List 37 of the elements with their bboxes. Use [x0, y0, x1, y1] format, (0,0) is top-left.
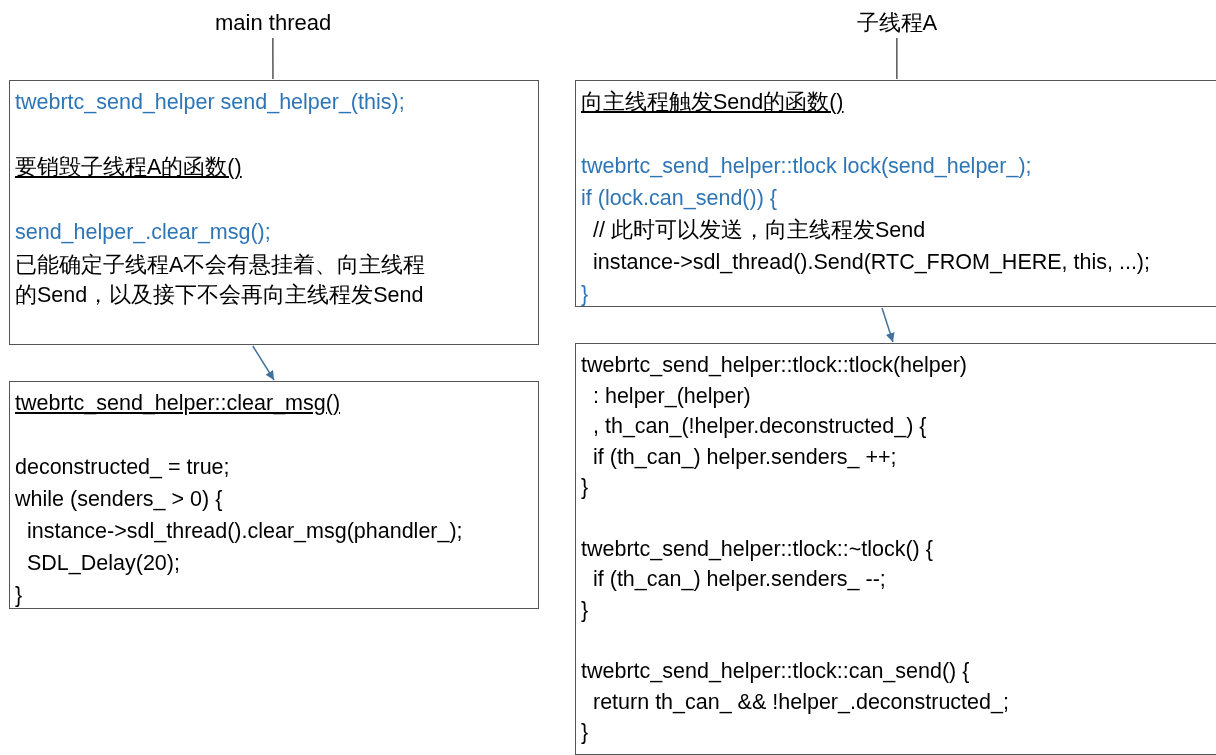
- code-line: }: [581, 596, 589, 624]
- thread-label: 子线程A: [856, 9, 938, 37]
- code-box: [575, 80, 1216, 307]
- code-line: deconstructed_ = true;: [15, 454, 230, 481]
- code-line: }: [15, 582, 23, 609]
- arrow: [252, 345, 275, 381]
- code-line: SDL_Delay(20);: [27, 550, 180, 577]
- code-line: // 此时可以发送，向主线程发Send: [593, 217, 926, 244]
- code-line: twebrtc_send_helper::tlock lock(send_helper_);: [581, 153, 1032, 180]
- function-heading: twebrtc_send_helper::clear_msg(): [15, 390, 341, 417]
- code-line: instance->sdl_thread().clear_msg(phandler_);: [27, 518, 463, 545]
- connector-line: [272, 37, 274, 80]
- note-text: 已能确定子线程A不会有悬挂着、向主线程的Send，以及接下不会再向主线程发Send: [15, 251, 427, 309]
- code-line: twebrtc_send_helper::tlock::~tlock() {: [581, 535, 933, 563]
- code-line: }: [581, 719, 589, 747]
- code-line: twebrtc_send_helper::tlock::tlock(helper): [581, 352, 967, 379]
- code-box: [575, 343, 1216, 755]
- code-line: if (th_can_) helper.senders_ ++;: [593, 443, 897, 471]
- code-line: , th_can_(!helper.deconstructed_) {: [593, 413, 927, 441]
- code-line: return th_can_ && !helper_.deconstructed_;: [593, 688, 1009, 716]
- connector-line: [896, 37, 898, 80]
- arrow: [881, 307, 895, 343]
- code-line: if (lock.can_send()) {: [581, 185, 777, 212]
- code-box: [9, 80, 539, 345]
- thread-label: main thread: [215, 9, 332, 37]
- code-line: send_helper_.clear_msg();: [15, 219, 271, 246]
- function-heading: 向主线程触发Send的函数(): [581, 89, 844, 116]
- code-line: }: [581, 281, 589, 308]
- code-line: twebrtc_send_helper send_helper_(this);: [15, 89, 405, 116]
- code-line: if (th_can_) helper.senders_ --;: [593, 566, 886, 594]
- function-heading: 要销毁子线程A的函数(): [15, 154, 242, 181]
- code-line: instance->sdl_thread().Send(RTC_FROM_HERE, this, ...);: [593, 249, 1150, 276]
- code-line: while (senders_ > 0) {: [15, 486, 223, 513]
- code-box: [9, 381, 539, 609]
- code-line: : helper_(helper): [593, 382, 751, 410]
- code-line: twebrtc_send_helper::tlock::can_send() {: [581, 658, 970, 685]
- code-line: }: [581, 474, 589, 502]
